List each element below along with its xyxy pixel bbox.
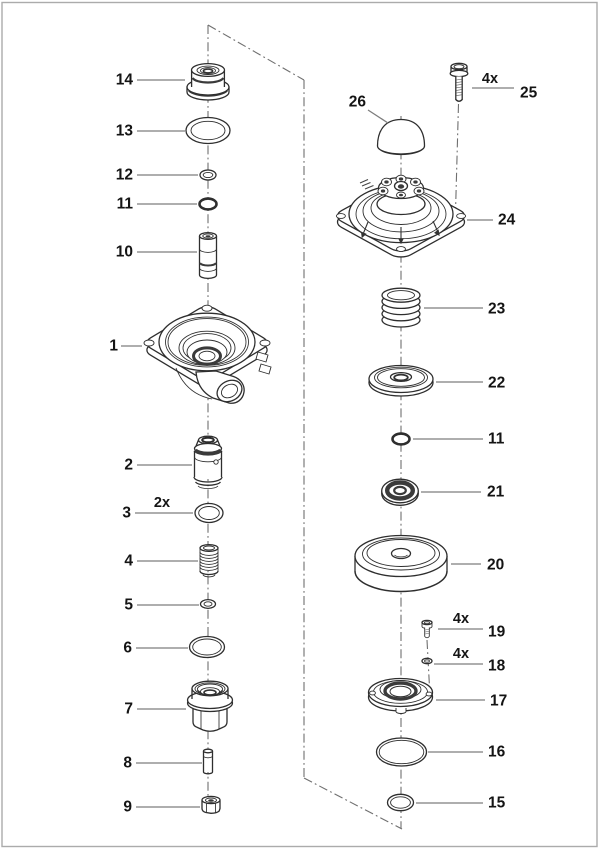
callout-21-label: 21 bbox=[487, 484, 505, 501]
callout-19-qty-label: 4x bbox=[453, 611, 469, 627]
callout-12-label: 12 bbox=[116, 167, 133, 184]
callout-16-label: 16 bbox=[488, 744, 506, 761]
callout-17: 17 bbox=[436, 693, 507, 710]
callout-11-left: 11 bbox=[117, 196, 197, 213]
callout-18-qty-label: 4x bbox=[453, 646, 469, 662]
part-8-pin bbox=[202, 748, 214, 775]
callout-26-label: 26 bbox=[349, 94, 367, 111]
part-19-screw bbox=[421, 619, 433, 639]
callout-19: 4x 19 bbox=[438, 611, 506, 641]
part-23-spring bbox=[381, 287, 421, 328]
callout-13-label: 13 bbox=[116, 123, 134, 140]
callout-25-label: 25 bbox=[520, 85, 538, 102]
callout-19-label: 19 bbox=[488, 624, 506, 641]
part-9-nut bbox=[201, 795, 221, 814]
part-11-o-ring bbox=[198, 197, 218, 211]
callout-20: 20 bbox=[451, 557, 504, 574]
callout-14-label: 14 bbox=[116, 72, 134, 89]
callout-11-right: 11 bbox=[413, 431, 505, 448]
callout-21: 21 bbox=[421, 484, 505, 501]
part-14-cap bbox=[186, 62, 230, 101]
callout-11-left-label: 11 bbox=[117, 196, 134, 213]
callout-24: 24 bbox=[467, 212, 516, 229]
callout-26: 26 bbox=[349, 94, 389, 124]
part-12-seal-ring bbox=[199, 169, 217, 181]
callout-1-label: 1 bbox=[109, 338, 118, 355]
part-13-o-ring bbox=[185, 116, 231, 145]
callout-9-label: 9 bbox=[123, 799, 132, 816]
part-18-washer bbox=[421, 657, 433, 665]
part-11-o-ring-right bbox=[391, 432, 411, 446]
part-17-bearing-flange bbox=[367, 677, 434, 714]
callout-14: 14 bbox=[116, 72, 185, 89]
assembly-axis-lines bbox=[207, 24, 460, 830]
callout-12: 12 bbox=[116, 167, 198, 184]
part-24-cover bbox=[332, 174, 471, 260]
callout-7-label: 7 bbox=[124, 701, 133, 718]
part-1-housing bbox=[142, 304, 272, 404]
callout-3: 3 2x bbox=[122, 495, 193, 522]
callout-25: 4x 25 bbox=[472, 71, 538, 102]
part-22-valve-disc bbox=[368, 364, 434, 397]
callout-9: 9 bbox=[123, 799, 200, 816]
cover-hub-lugs bbox=[377, 174, 425, 199]
part-6-o-ring bbox=[188, 635, 226, 659]
callout-4: 4 bbox=[124, 553, 198, 570]
callout-15: 15 bbox=[416, 795, 506, 812]
callout-13: 13 bbox=[116, 123, 185, 140]
callout-17-label: 17 bbox=[490, 693, 507, 710]
callout-2: 2 bbox=[124, 457, 192, 474]
callout-5: 5 bbox=[124, 597, 199, 614]
callout-10: 10 bbox=[116, 244, 197, 261]
part-4-spring bbox=[199, 543, 219, 578]
callout-7: 7 bbox=[124, 701, 186, 718]
part-16-o-ring bbox=[375, 737, 428, 767]
callout-8-label: 8 bbox=[123, 755, 132, 772]
callout-18-label: 18 bbox=[488, 658, 506, 675]
callout-2-label: 2 bbox=[124, 457, 133, 474]
callout-22-label: 22 bbox=[488, 375, 505, 392]
callout-3-qty-label: 2x bbox=[154, 495, 170, 511]
callout-18: 4x 18 bbox=[434, 646, 506, 675]
cover-arrow-marks bbox=[360, 220, 440, 245]
part-20-diaphragm-disc bbox=[354, 534, 448, 593]
callout-23: 23 bbox=[424, 301, 506, 318]
callout-5-label: 5 bbox=[124, 597, 133, 614]
callout-6-label: 6 bbox=[123, 640, 132, 657]
callout-15-label: 15 bbox=[488, 795, 506, 812]
callout-1: 1 bbox=[109, 338, 142, 355]
callout-10-label: 10 bbox=[116, 244, 133, 261]
callout-3-label: 3 bbox=[122, 505, 131, 522]
callout-8: 8 bbox=[123, 755, 202, 772]
callout-25-qty-label: 4x bbox=[482, 71, 498, 87]
callout-24-label: 24 bbox=[498, 212, 516, 229]
callout-20-label: 20 bbox=[487, 557, 504, 574]
part-2-valve-cartridge bbox=[193, 435, 223, 489]
part-10-piston bbox=[198, 231, 218, 280]
callout-22: 22 bbox=[436, 375, 505, 392]
part-15-o-ring bbox=[386, 793, 415, 812]
part-7-plug bbox=[186, 680, 234, 732]
callout-23-label: 23 bbox=[488, 301, 506, 318]
part-26-dome-cap bbox=[376, 118, 426, 156]
part-5-washer bbox=[199, 598, 217, 610]
part-25-bolt bbox=[449, 62, 469, 102]
callout-16: 16 bbox=[428, 744, 506, 761]
part-3-o-ring bbox=[194, 502, 224, 524]
callout-11-right-label: 11 bbox=[488, 431, 505, 448]
callout-6: 6 bbox=[123, 640, 188, 657]
part-21-grommet bbox=[381, 478, 419, 506]
callout-4-label: 4 bbox=[124, 553, 133, 570]
